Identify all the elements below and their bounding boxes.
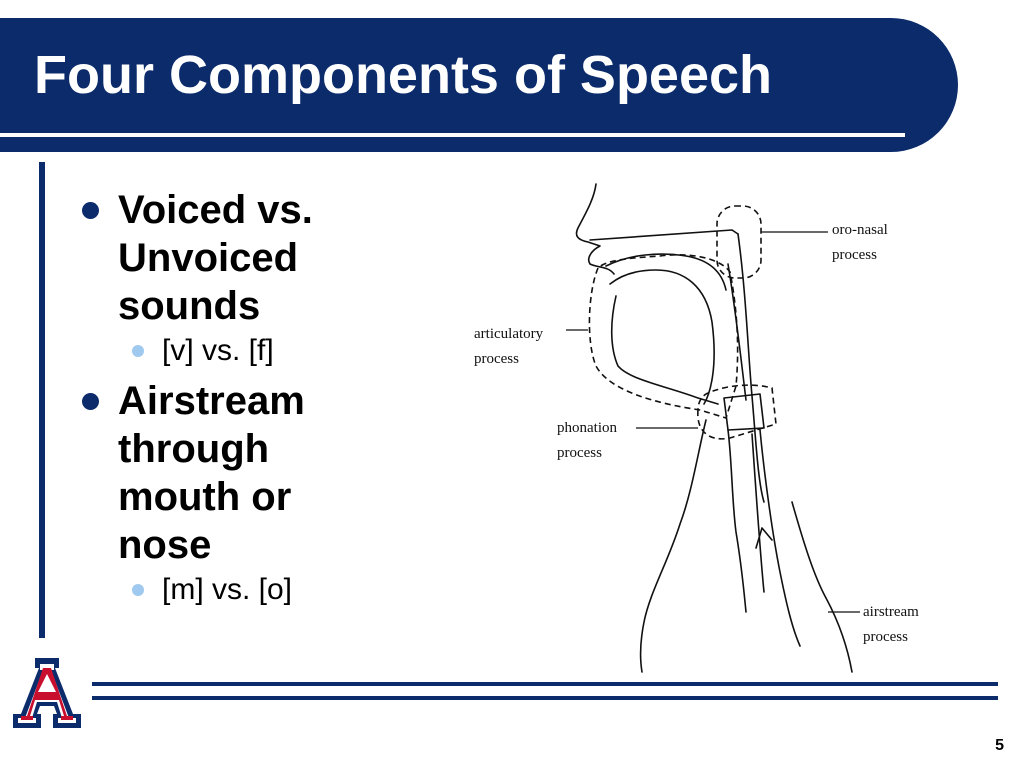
page-number: 5 [995,737,1004,754]
oro-nasal-region [716,205,762,279]
university-a-logo-icon [13,658,81,728]
trachea-front [727,429,747,613]
bronchi-hint [755,527,773,549]
bullet-voiced: Voiced vs. Unvoiced sounds [78,186,378,330]
bullet-text: Voiced vs. Unvoiced sounds [118,188,313,328]
pharynx-front-wall [727,263,747,401]
tongue-outline [609,269,715,405]
nasal-roof [605,253,727,291]
footer-line-top [92,682,998,686]
sub-bullet-text: [v] vs. [f] [162,334,274,367]
footer-line-bottom [92,696,998,700]
sub-bullet-dot [132,345,144,357]
title-underline [0,133,905,137]
bullet-dot [82,393,99,410]
sub-bullet-text: [m] vs. [o] [162,573,293,606]
bullet-dot [82,202,99,219]
sub-bullet-voiced-example: [v] vs. [f] [78,331,378,371]
face-profile [575,183,615,275]
sub-bullet-dot [132,584,144,596]
jaw-outline [610,295,719,405]
pharynx-back-wall [737,233,765,503]
bullet-airstream: Airstream through mouth or nose [78,377,378,569]
slide-title: Four Components of Speech [34,45,773,105]
sub-bullet-airstream-example: [m] vs. [o] [78,570,378,610]
phonation-region [697,384,777,440]
logo-letter [21,668,73,720]
left-accent-bar [39,162,45,638]
trachea-back [759,429,801,647]
title-banner [0,18,958,152]
esophagus-line [751,433,765,593]
bullet-text: Airstream through mouth or nose [118,379,305,567]
neck-back [791,501,853,673]
palate-outline [589,229,739,241]
bullet-list: Voiced vs. Unvoiced sounds [v] vs. [f] A… [78,186,378,616]
larynx-outline [723,393,765,431]
articulatory-region [588,253,739,419]
neck-front [639,419,707,673]
